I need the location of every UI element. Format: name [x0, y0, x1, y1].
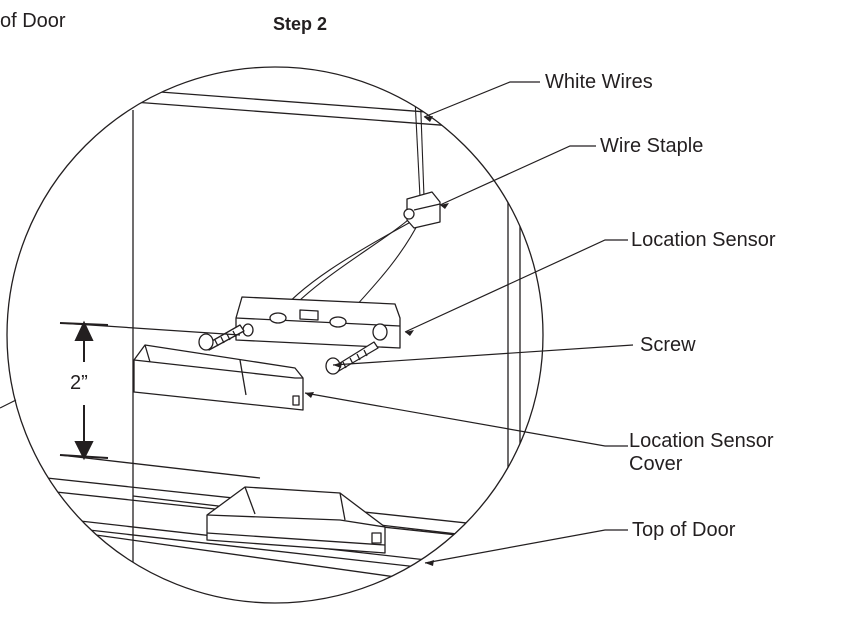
callout-arrowheads	[305, 116, 449, 566]
dimension-arrow	[59, 320, 109, 461]
partial-door-label: of Door	[0, 10, 66, 32]
callout-sensor-cover-line2: Cover	[629, 453, 683, 475]
callout-screw: Screw	[640, 334, 696, 356]
callout-leaders	[304, 81, 634, 564]
callout-top-of-door: Top of Door	[632, 519, 736, 541]
callout-white-wires: White Wires	[545, 71, 653, 93]
location-sensor	[235, 296, 401, 349]
step-title: Step 2	[273, 14, 328, 34]
callout-sensor-cover-line1: Location Sensor	[629, 430, 774, 452]
callout-wire-staple: Wire Staple	[600, 135, 704, 157]
dimension-label: 2”	[70, 372, 88, 394]
location-sensor-cover	[133, 344, 304, 411]
wire-staple	[403, 191, 441, 229]
callout-location-sensor: Location Sensor	[631, 229, 776, 251]
door-magnet	[206, 486, 386, 554]
magnified-view-circle	[6, 66, 544, 604]
left-leader-line	[0, 399, 17, 409]
